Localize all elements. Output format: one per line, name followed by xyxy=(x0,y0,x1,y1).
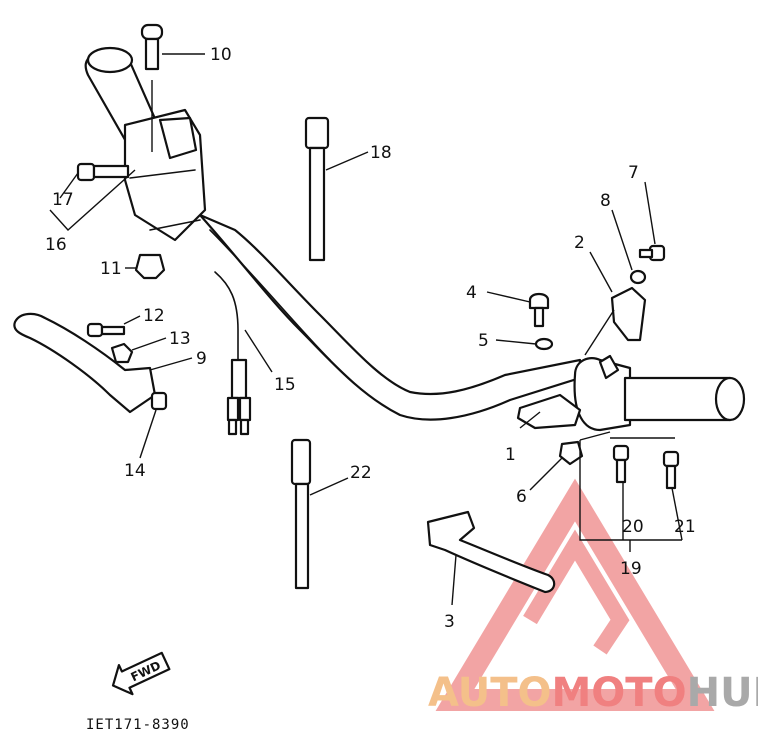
callout-1: 1 xyxy=(505,445,516,465)
part-14-screw xyxy=(139,391,168,459)
callout-labels: 1 2 3 4 5 6 7 8 9 10 11 12 13 14 15 16 1… xyxy=(45,45,696,632)
callout-2: 2 xyxy=(574,233,585,253)
callout-15: 15 xyxy=(274,375,296,395)
callout-13: 13 xyxy=(169,329,191,349)
watermark-hub: HUB xyxy=(687,670,758,716)
callout-9: 9 xyxy=(196,349,207,369)
right-grip-assembly xyxy=(516,354,746,432)
callout-7: 7 xyxy=(628,163,639,183)
part-13-nut xyxy=(110,337,167,364)
part-18-cable-tie xyxy=(304,116,369,262)
part-22-cable-tie xyxy=(290,438,349,590)
callout-leaders xyxy=(49,80,683,552)
callout-16: 16 xyxy=(45,235,67,255)
part-6-nut xyxy=(529,440,584,491)
part-21-screw xyxy=(662,450,680,490)
callout-19: 19 xyxy=(620,559,642,579)
callout-6: 6 xyxy=(516,487,527,507)
part-17-bolt xyxy=(76,162,130,182)
callout-4: 4 xyxy=(466,283,477,303)
callout-5: 5 xyxy=(478,331,489,351)
part-5-washer xyxy=(495,337,554,351)
callout-14: 14 xyxy=(124,461,146,481)
part-2-holder xyxy=(584,251,647,356)
part-12-bolt xyxy=(86,315,141,338)
part-7-screw xyxy=(638,181,666,262)
handlebar xyxy=(198,213,582,421)
callout-22: 22 xyxy=(350,463,372,483)
callout-8: 8 xyxy=(600,191,611,211)
part-8-washer xyxy=(611,209,647,285)
callout-11: 11 xyxy=(100,259,122,279)
watermark-auto: AUTO xyxy=(428,670,552,716)
left-grip-assembly xyxy=(84,46,207,242)
callout-3: 3 xyxy=(444,612,455,632)
callout-17: 17 xyxy=(52,190,74,210)
part-20-screw xyxy=(612,444,630,484)
part-3-right-lever xyxy=(426,510,556,606)
callout-10: 10 xyxy=(210,45,232,65)
watermark-text: AUTOMOTOHUB xyxy=(428,670,758,716)
drawing-code: IET171-8390 xyxy=(86,717,190,733)
callout-20: 20 xyxy=(622,517,644,537)
part-10-screw xyxy=(140,23,205,71)
part-4-bolt xyxy=(486,291,550,328)
watermark-moto: MOTO xyxy=(552,670,687,716)
part-11-nut xyxy=(125,253,166,280)
part-15-wire-harness xyxy=(214,271,273,436)
svg-text:AUTOMOTOHUB: AUTOMOTOHUB xyxy=(428,670,758,716)
fwd-arrow-tag: FWD xyxy=(111,651,171,696)
callout-12: 12 xyxy=(143,306,165,326)
callout-21: 21 xyxy=(674,517,696,537)
callout-18: 18 xyxy=(370,143,392,163)
